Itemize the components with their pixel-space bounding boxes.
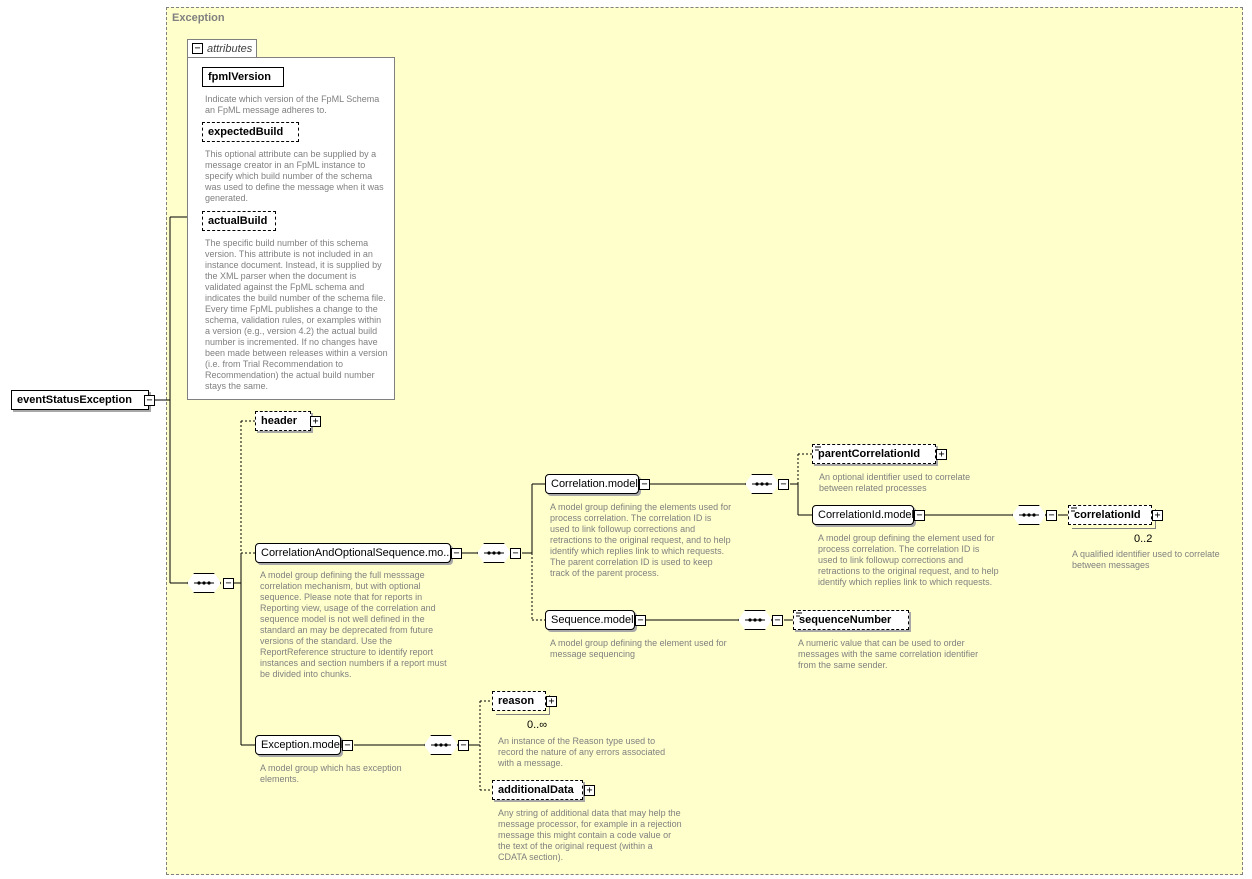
correlation-id-element[interactable]: correlationId (1068, 505, 1152, 525)
group-label: Sequence.model (551, 614, 634, 626)
minus-box-icon[interactable]: − (223, 578, 234, 589)
attribute-expectedbuild[interactable]: expectedBuild (202, 122, 299, 142)
attribute-doc: The specific build number of this schema… (205, 238, 388, 391)
sequence-dots-icon (194, 581, 214, 585)
reason-element[interactable]: reason (492, 691, 546, 711)
attributes-tab-label: attributes (207, 43, 253, 55)
minus-box-icon[interactable]: − (144, 395, 155, 406)
plus-box-icon[interactable]: + (584, 785, 595, 796)
group-label: CorrelationAndOptionalSequence.mo... (261, 547, 453, 559)
additional-data-element[interactable]: additionalData (492, 780, 583, 800)
sequence-dots-icon (1019, 513, 1039, 517)
plus-box-icon[interactable]: + (546, 696, 557, 707)
group-label: Correlation.model (551, 478, 638, 490)
element-label: additionalData (498, 784, 574, 796)
group-doc: A model group which has exception elemen… (260, 763, 402, 784)
minus-box-icon[interactable]: − (510, 548, 521, 559)
element-doc: A qualified identifier used to correlate… (1072, 549, 1220, 570)
sequence-dots-icon (745, 618, 765, 622)
attribute-actualbuild[interactable]: actualBuild (202, 211, 276, 231)
minus-box-icon[interactable]: − (772, 615, 783, 626)
cardinality-label: 0..∞ (527, 719, 548, 731)
sequence-model-group[interactable]: Sequence.model (545, 610, 635, 630)
group-doc: A model group defining the element used … (550, 638, 727, 659)
correlation-and-optional-sequence-group[interactable]: CorrelationAndOptionalSequence.mo... (255, 543, 453, 563)
group-doc: A model group defining the full messsage… (260, 570, 447, 679)
sequence-number-element[interactable]: sequenceNumber (793, 610, 909, 630)
element-label: header (261, 415, 298, 427)
correlation-id-model-group[interactable]: CorrelationId.model (812, 505, 914, 525)
element-label: parentCorrelationId (818, 448, 921, 460)
element-label: reason (498, 695, 535, 707)
sequence-dots-icon (484, 551, 504, 555)
type-label: Exception (172, 12, 225, 24)
minus-box-icon[interactable]: − (342, 740, 353, 751)
minus-box-icon[interactable]: − (635, 615, 646, 626)
element-doc: An optional identifier used to correlate… (819, 472, 971, 493)
group-doc: A model group defining the elements used… (550, 502, 732, 578)
attribute-fpmlversion[interactable]: fpmlVersion (202, 67, 284, 87)
attribute-name: expectedBuild (208, 126, 284, 138)
simple-content-icon (1071, 507, 1077, 512)
sequence-dots-icon (752, 482, 772, 486)
element-doc: Any string of additional data that may h… (498, 808, 682, 862)
plus-box-icon[interactable]: + (310, 416, 321, 427)
minus-box-icon[interactable]: − (778, 479, 789, 490)
element-label: sequenceNumber (799, 614, 892, 626)
attribute-name: actualBuild (208, 215, 268, 227)
exception-model-group[interactable]: Exception.model (255, 735, 343, 755)
element-doc: A numeric value that can be used to orde… (798, 638, 979, 670)
correlation-model-group[interactable]: Correlation.model (545, 474, 639, 494)
minus-box-icon[interactable]: − (1046, 510, 1057, 521)
plus-box-icon[interactable]: + (936, 449, 947, 460)
group-doc: A model group defining the element used … (818, 533, 999, 587)
sequence-dots-icon (431, 743, 451, 747)
header-element-node[interactable]: header (255, 411, 311, 431)
simple-content-icon (815, 446, 821, 451)
root-element-label: eventStatusException (17, 394, 132, 406)
group-label: CorrelationId.model (818, 509, 914, 521)
minus-box-icon[interactable]: − (639, 479, 650, 490)
attribute-name: fpmlVersion (208, 71, 271, 83)
simple-content-icon (796, 612, 802, 617)
minus-box-icon[interactable]: − (192, 43, 203, 54)
attributes-tab[interactable]: − attributes (187, 39, 257, 57)
group-label: Exception.model (261, 739, 343, 751)
element-doc: An instance of the Reason type used to r… (498, 736, 666, 768)
cardinality-label: 0..2 (1134, 533, 1153, 545)
parent-correlation-id-element[interactable]: parentCorrelationId (812, 444, 936, 464)
root-element-node[interactable]: eventStatusException (11, 390, 149, 410)
attribute-doc: Indicate which version of the FpML Schem… (205, 94, 380, 115)
minus-box-icon[interactable]: − (458, 740, 469, 751)
attribute-doc: This optional attribute can be supplied … (205, 149, 384, 203)
element-label: correlationId (1074, 509, 1141, 521)
minus-box-icon[interactable]: − (451, 548, 462, 559)
minus-box-icon[interactable]: − (914, 510, 925, 521)
plus-box-icon[interactable]: + (1152, 510, 1163, 521)
